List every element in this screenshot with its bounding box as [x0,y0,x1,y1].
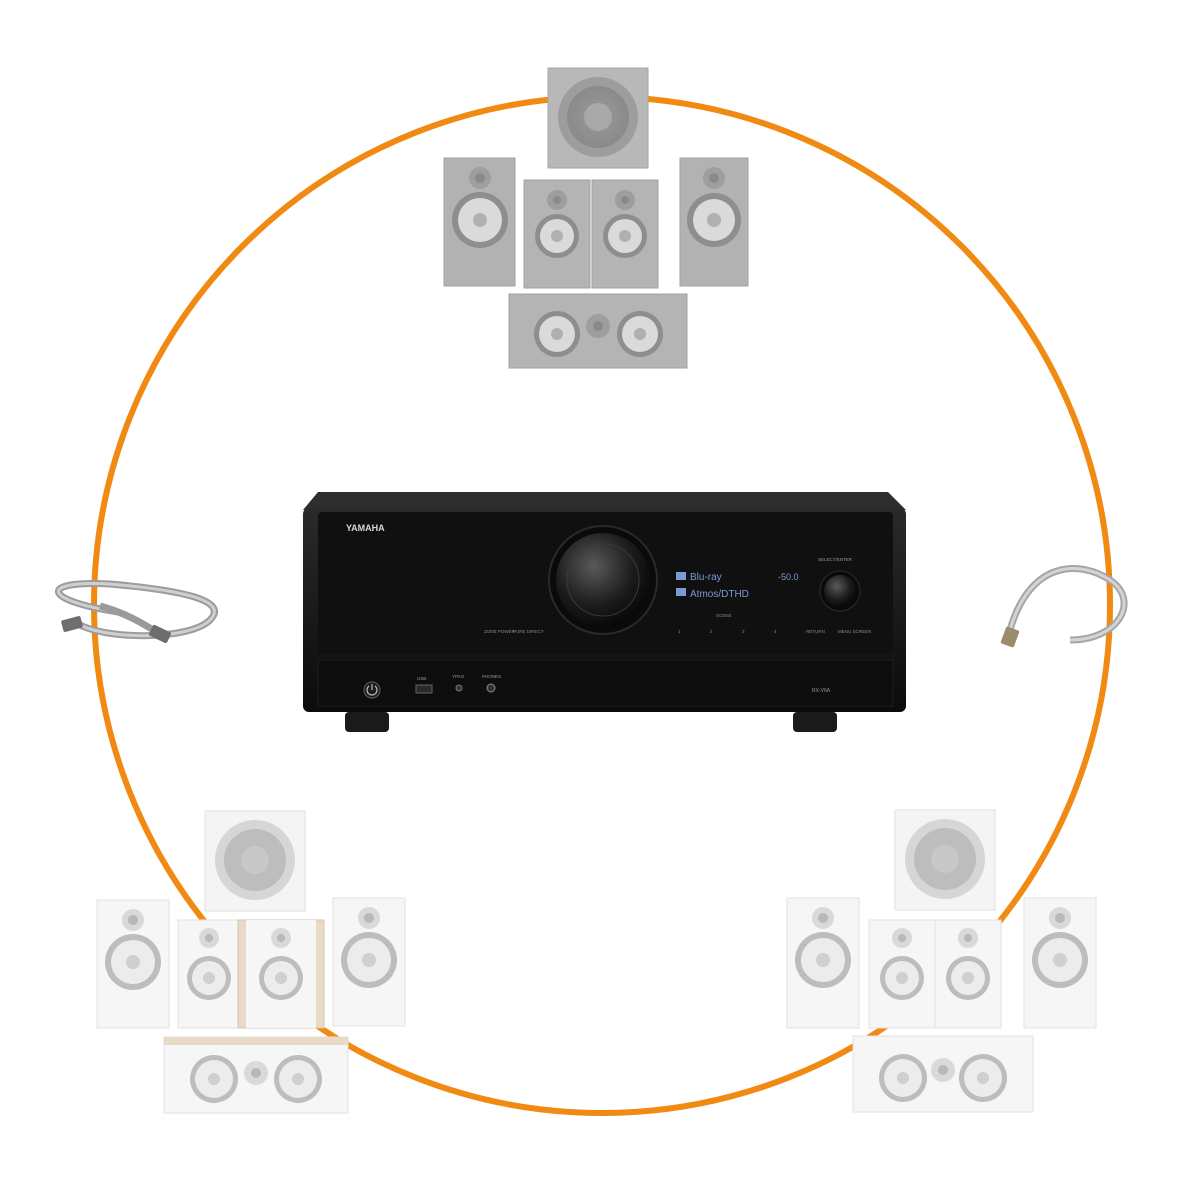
select-enter-knob[interactable] [819,570,861,612]
center-speaker-bottom-right [852,1035,1034,1113]
front-left-speaker-top [443,157,516,287]
surround-left-speaker-bottom-right [868,919,936,1029]
model-label: RX-V6A [812,688,831,694]
menu-screen-label: MENU SCREEN [838,629,871,634]
scene-button-3[interactable]: 3 [742,629,745,634]
phones-label: PHONES [482,674,501,679]
volume-knob[interactable] [548,525,658,635]
zone-power-label: ZONE POWER [484,629,516,634]
usb-label: USB [417,676,426,681]
surround-left-speaker-bottom-left [177,919,241,1029]
ypao-jack[interactable] [455,684,463,692]
subwoofer-bottom-left [204,810,306,912]
power-icon [366,684,378,696]
usb-port[interactable] [415,684,433,694]
speaker-set-top [443,67,749,369]
subwoofer-bottom-right [894,809,996,911]
av-receiver: YAMAHA Blu-ray Atmos/DTHD -50.0 SELECT/E… [303,492,906,732]
front-right-speaker-bottom-right [1023,897,1097,1029]
scene-label: SCENE [716,613,732,618]
foot-left [345,712,389,732]
subwoofer-top [547,67,649,169]
foot-right [793,712,837,732]
surround-right-speaker-bottom-left [237,919,325,1029]
scene-button-4[interactable]: 4 [774,629,777,634]
center-speaker-top [508,293,688,369]
phones-jack[interactable] [486,683,496,693]
surround-right-speaker-top [591,179,659,289]
front-left-speaker-bottom-left [96,899,170,1029]
center-speaker-bottom-left [163,1036,349,1114]
pure-direct-label: PURE DIRECT [513,629,544,634]
front-left-speaker-bottom-right [786,897,860,1029]
scene-button-1[interactable]: 1 [678,629,681,634]
optical-cable-icon [55,579,218,644]
surround-left-speaker-top [523,179,591,289]
front-right-speaker-bottom-left [332,897,406,1027]
power-button[interactable] [363,681,381,699]
display-line-1: Blu-ray [690,572,722,583]
return-label: RETURN [806,629,825,634]
speaker-set-bottom-left [96,810,406,1114]
ypao-label: YPAO [452,674,465,679]
select-enter-label: SELECT/ENTER [818,557,853,562]
brand-logo: YAMAHA [346,523,385,533]
display-volume: -50.0 [778,572,799,582]
front-display: Blu-ray Atmos/DTHD -50.0 [676,572,799,600]
surround-right-speaker-bottom-right [934,919,1002,1029]
decoder-icon [676,588,686,596]
scene-button-2[interactable]: 2 [710,629,713,634]
front-right-speaker-top [679,157,749,287]
hdmi-cable-icon [1000,565,1128,648]
speaker-set-bottom-right [786,809,1097,1113]
display-line-2: Atmos/DTHD [690,589,749,600]
input-icon [676,572,686,580]
